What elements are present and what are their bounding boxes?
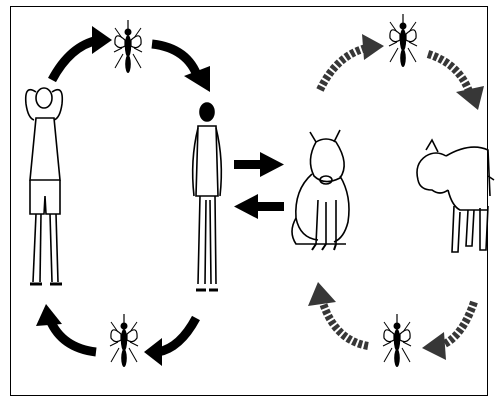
human-cycle <box>26 20 222 367</box>
arrow-human-to-pig <box>234 152 284 177</box>
arrow-pig-to-mosquito-bottom <box>422 302 474 360</box>
human-stretching-figure <box>26 88 63 284</box>
arrow-human-to-mosquito-top <box>52 26 112 80</box>
mosquito-bottom-right-icon <box>383 314 411 367</box>
human-standing-figure <box>193 103 222 290</box>
pig-sitting-figure <box>292 130 349 250</box>
arrow-mosquito-to-pig-right <box>428 54 484 110</box>
arrow-mosquito-to-human-left <box>36 304 96 352</box>
pig-standing-figure <box>417 140 494 252</box>
arrow-human-to-mosquito-bottom <box>144 318 196 366</box>
arrow-mosquito-to-human-right <box>152 44 210 92</box>
mosquito-bottom-left-icon <box>110 314 138 367</box>
arrow-pig-to-human <box>234 194 284 219</box>
mosquito-top-right-icon <box>389 14 417 67</box>
mosquito-top-left-icon <box>114 20 142 73</box>
arrow-mosquito-to-pig-left <box>308 282 368 346</box>
pig-cycle <box>292 14 494 367</box>
arrow-pig-to-mosquito-top <box>320 34 384 90</box>
